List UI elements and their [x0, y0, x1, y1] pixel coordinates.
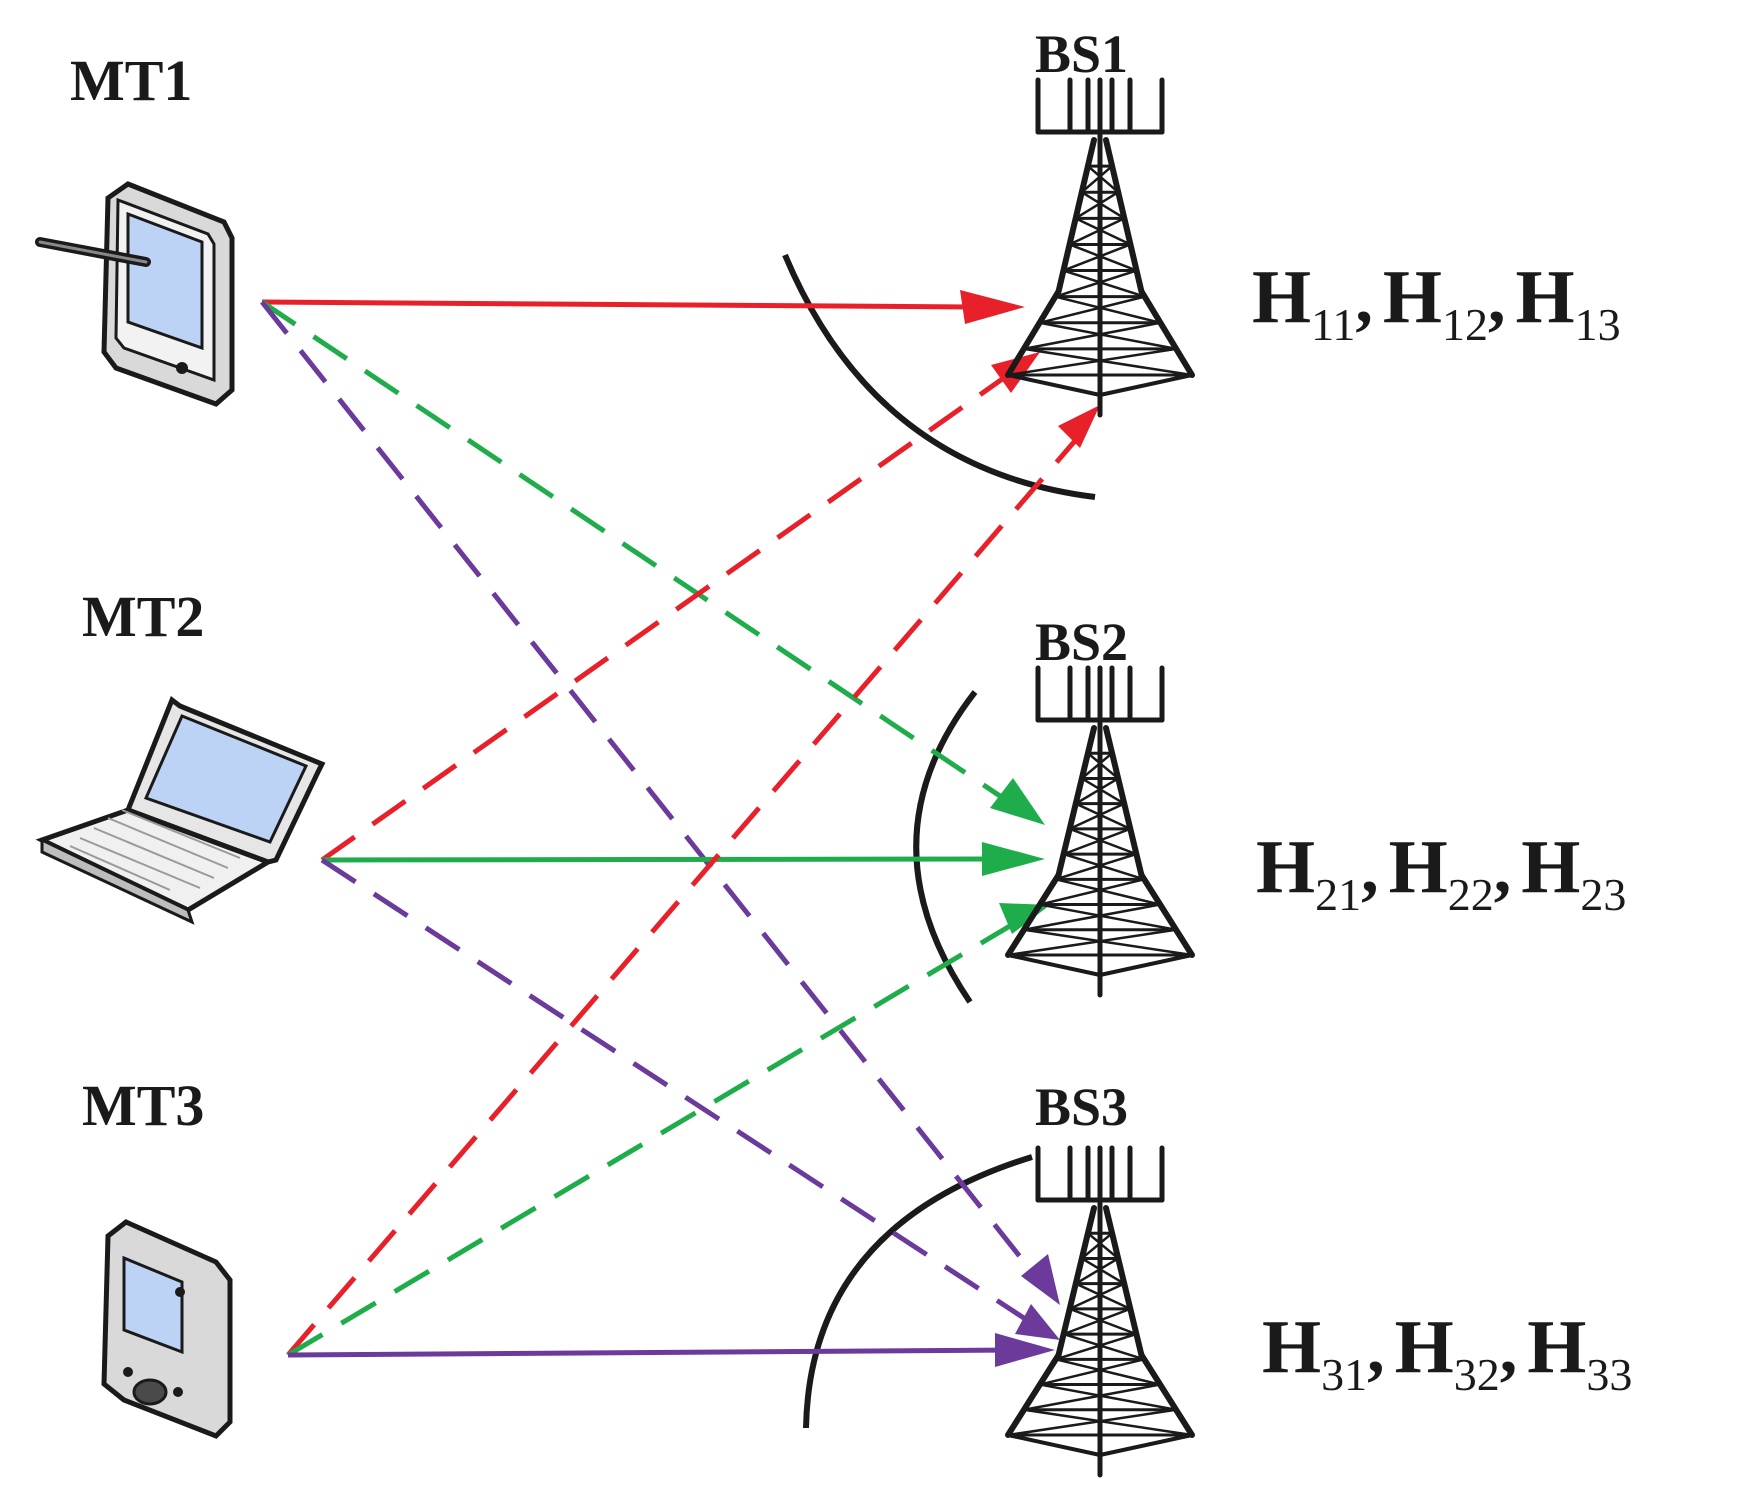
- tower-group: [1005, 77, 1195, 1478]
- link-mt1-bs3: [260, 300, 1027, 1265]
- arrowhead-mt3-bs3: [995, 1333, 1055, 1367]
- mt1-label: MT1: [70, 48, 192, 113]
- bs2-arc: [913, 690, 978, 1004]
- link-mt2-bs1: [320, 367, 1017, 863]
- link-mt1-bs1: [261, 299, 971, 310]
- mt2-label: MT2: [82, 584, 204, 649]
- separator: ,: [1367, 1311, 1385, 1388]
- svg-text:H31,H32,H33: H31,H32,H33: [1262, 1305, 1632, 1400]
- laptop-icon: [35, 696, 326, 925]
- bs1-tower-icon: [1005, 77, 1195, 418]
- separator: ,: [1494, 831, 1512, 908]
- bs3-label: BS3: [1035, 1077, 1128, 1137]
- tablet-icon: [35, 181, 235, 407]
- channel-h21-sub: 21: [1315, 869, 1361, 920]
- channel-h33-sub: 33: [1586, 1349, 1632, 1400]
- channel-h13-sub: 13: [1575, 299, 1621, 350]
- pda-icon: [101, 1219, 233, 1439]
- arrowhead-mt2-bs1: [991, 352, 1040, 393]
- svg-text:H11,H12,H13: H11,H12,H13: [1252, 255, 1621, 350]
- link-mt3-bs2: [286, 917, 1022, 1358]
- separator: ,: [1355, 261, 1373, 338]
- channel-h23-base: H: [1521, 825, 1580, 909]
- channel-h13-base: H: [1516, 255, 1575, 339]
- arrowhead-mt1-bs1: [960, 290, 1025, 324]
- separator: ,: [1488, 261, 1506, 338]
- channel-h22-base: H: [1389, 825, 1448, 909]
- separator: ,: [1500, 1311, 1518, 1388]
- bs3-tower-icon: [1005, 1145, 1195, 1478]
- channel-h11-base: H: [1252, 255, 1311, 339]
- bs2-label: BS2: [1035, 612, 1128, 672]
- channel-h21-base: H: [1256, 825, 1315, 909]
- arrowhead-mt2-bs3: [1015, 1304, 1060, 1340]
- arrowhead-mt1-bs3: [1021, 1254, 1060, 1305]
- channel-h31-sub: 31: [1321, 1349, 1367, 1400]
- channel-h32-base: H: [1395, 1305, 1454, 1389]
- channel-h12-sub: 12: [1442, 299, 1488, 350]
- channel-h22-sub: 22: [1448, 869, 1494, 920]
- link-mt2-bs3: [320, 857, 1032, 1325]
- bs3-channels: H31,H32,H33: [1262, 1305, 1632, 1400]
- link-mt3-bs3: [287, 1347, 1026, 1358]
- bs2-tower-icon: [1005, 665, 1195, 998]
- channel-h31-base: H: [1262, 1305, 1321, 1389]
- arrowhead-mt1-bs2: [990, 778, 1045, 825]
- channel-h33-base: H: [1527, 1305, 1586, 1389]
- link-mt3-bs1: [286, 433, 1082, 1357]
- link-mt2-bs2: [321, 856, 1001, 863]
- separator: ,: [1361, 831, 1379, 908]
- channel-h11-sub: 11: [1311, 299, 1355, 350]
- arrowhead-mt3-bs1: [1058, 405, 1100, 448]
- bs1-channels: H11,H12,H13: [1252, 255, 1621, 350]
- svg-text:H21,H22,H23: H21,H22,H23: [1256, 825, 1626, 920]
- channel-h32-sub: 32: [1454, 1349, 1500, 1400]
- bs3-arc: [803, 1154, 1033, 1429]
- channel-h23-sub: 23: [1580, 869, 1626, 920]
- arrowhead-mt2-bs2: [982, 842, 1045, 876]
- bs1-label: BS1: [1035, 24, 1128, 84]
- link-mt1-bs2: [260, 299, 1002, 799]
- bs2-channels: H21,H22,H23: [1256, 825, 1626, 920]
- mt3-label: MT3: [82, 1073, 204, 1138]
- channel-h12-base: H: [1383, 255, 1442, 339]
